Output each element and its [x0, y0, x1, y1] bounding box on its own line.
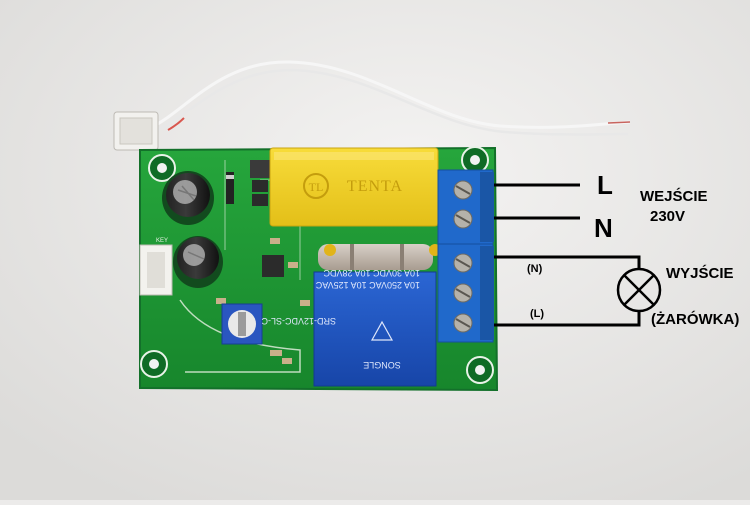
key-connector: KEY	[139, 238, 173, 296]
diode	[226, 172, 234, 204]
signal-cable	[149, 60, 631, 136]
cable-connector	[113, 111, 159, 151]
svg-text:TL: TL	[309, 180, 324, 194]
line-label: L	[597, 170, 613, 200]
relay-rating-2: 10A 30VDC 10A 28VDC	[323, 268, 420, 278]
electrolytic-capacitor-2	[173, 236, 223, 288]
relay-rating-1: 10A 250VAC 10A 125VAC	[315, 280, 420, 290]
power-resistor	[318, 244, 441, 270]
input-voltage: 230V	[650, 208, 686, 225]
neutral-label: N	[594, 213, 613, 243]
relay: 10A 250VAC 10A 125VAC 10A 30VDC 10A 28VD…	[261, 268, 437, 387]
output-title: WYJŚCIE	[666, 265, 734, 282]
output-subtitle: (ŻARÓWKA)	[651, 311, 740, 328]
output-terminal-block	[437, 243, 494, 343]
relay-brand: SONGLE	[363, 360, 401, 370]
potentiometer	[221, 303, 263, 345]
wiring-lines	[494, 183, 641, 327]
key-label: KEY	[156, 238, 168, 244]
input-title: WEJŚCIE	[640, 188, 708, 205]
capacitor-brand: TENTA	[347, 178, 403, 195]
lamp-symbol	[616, 267, 662, 313]
svg-text:10A 250VAC 10A 125VAC: 10A 250VAC 10A 125VAC 10A 30VDC 10A 28VD…	[313, 268, 420, 290]
relay-model: SRD-12VDC-SL-C	[261, 316, 336, 326]
x-capacitor: TL TENTA	[269, 147, 439, 227]
smd-components	[216, 160, 310, 364]
electrolytic-capacitor-1	[162, 171, 214, 225]
output-neutral-label: (N)	[527, 263, 543, 275]
output-line-label: (L)	[530, 308, 545, 320]
input-terminal-block	[437, 169, 494, 245]
